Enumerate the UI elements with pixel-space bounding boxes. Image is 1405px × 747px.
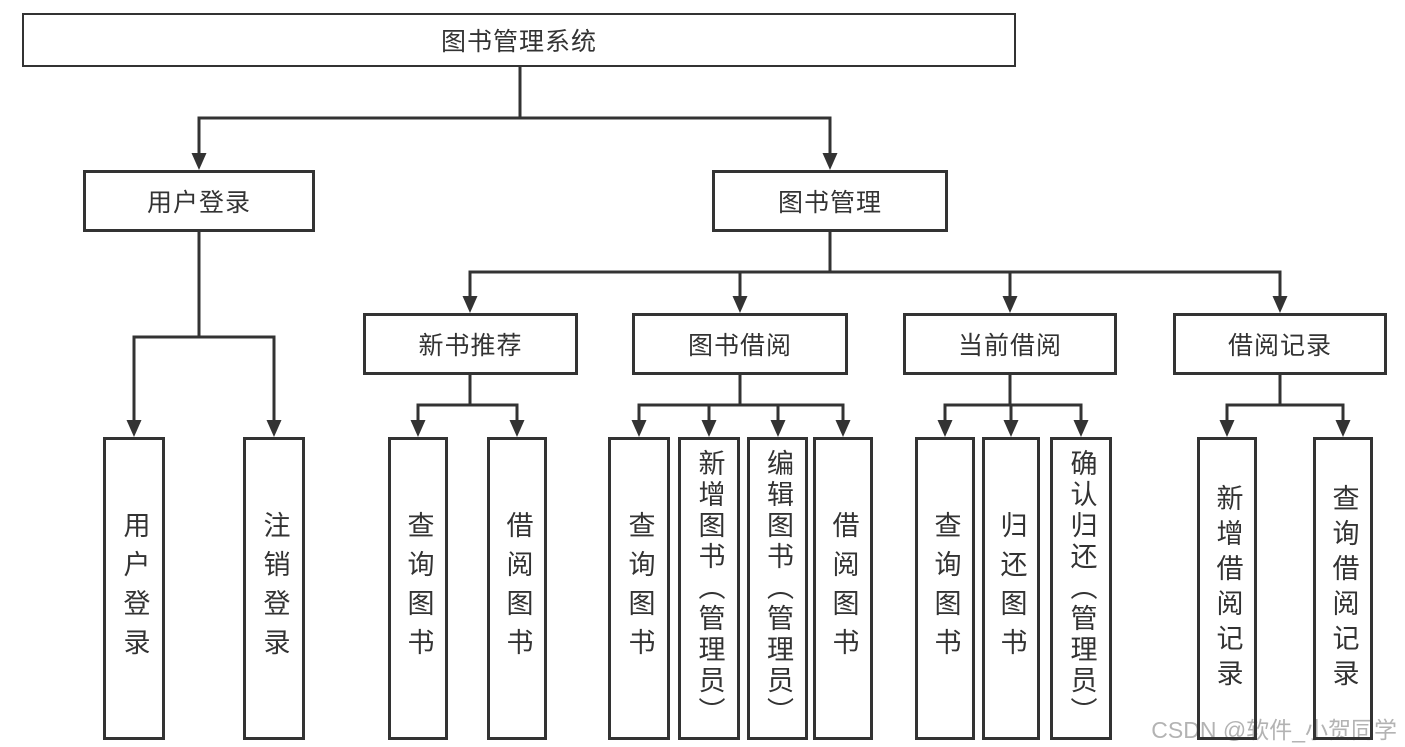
- leaf-borrowing-edit: 编辑图书（管理员）: [747, 437, 808, 740]
- node-new-books: 新书推荐: [363, 313, 578, 375]
- node-borrowing: 图书借阅: [632, 313, 848, 375]
- connector-borrowing-branch: [631, 373, 851, 437]
- leaf-records-query: 查询借阅记录: [1313, 437, 1373, 740]
- watermark: CSDN @软件_小贺同学: [1151, 717, 1397, 743]
- node-book-management-label: 图书管理: [777, 189, 882, 217]
- node-book-management: 图书管理: [712, 170, 948, 232]
- connector-current-branch: [937, 373, 1089, 437]
- leaf-current-confirm-return: 确认归还（管理员）: [1050, 437, 1112, 740]
- leaf-borrowing-edit-label: 编辑图书（管理员）: [763, 449, 793, 728]
- leaf-user-login-label: 用户登录: [119, 510, 150, 667]
- connector-book-management-branch: [462, 230, 1288, 313]
- leaf-borrowing-add-label: 新增图书（管理员）: [694, 449, 725, 728]
- leaf-newbooks-borrow-label: 借阅图书: [502, 510, 533, 667]
- leaf-borrowing-add: 新增图书（管理员）: [678, 437, 740, 740]
- leaf-logout: 注销登录: [243, 437, 305, 740]
- leaf-borrowing-borrow: 借阅图书: [813, 437, 873, 740]
- leaf-records-add: 新增借阅记录: [1197, 437, 1257, 740]
- connector-records-branch: [1219, 373, 1351, 437]
- node-new-books-label: 新书推荐: [418, 332, 523, 360]
- leaf-borrowing-borrow-label: 借阅图书: [828, 510, 859, 667]
- node-borrowing-label: 图书借阅: [687, 332, 792, 360]
- leaf-newbooks-borrow: 借阅图书: [487, 437, 547, 740]
- leaf-user-login: 用户登录: [103, 437, 165, 740]
- leaf-borrowing-query: 查询图书: [608, 437, 670, 740]
- leaf-newbooks-query-label: 查询图书: [403, 510, 434, 667]
- node-borrow-records-label: 借阅记录: [1227, 332, 1332, 360]
- leaf-newbooks-query: 查询图书: [388, 437, 448, 740]
- leaf-logout-label: 注销登录: [259, 510, 290, 667]
- node-user-login: 用户登录: [83, 170, 315, 232]
- node-root: 图书管理系统: [22, 13, 1016, 67]
- leaf-records-add-label: 新增借阅记录: [1212, 483, 1243, 694]
- leaf-current-return: 归还图书: [982, 437, 1040, 740]
- node-current-borrowing: 当前借阅: [903, 313, 1117, 375]
- connector-new-books-branch: [410, 373, 525, 437]
- connector-user-login-branch: [126, 230, 282, 437]
- leaf-current-query: 查询图书: [915, 437, 975, 740]
- node-current-borrowing-label: 当前借阅: [957, 332, 1062, 360]
- node-borrow-records: 借阅记录: [1173, 313, 1387, 375]
- node-user-login-label: 用户登录: [146, 189, 251, 217]
- leaf-records-query-label: 查询借阅记录: [1328, 483, 1359, 694]
- leaf-current-return-label: 归还图书: [996, 510, 1027, 667]
- node-root-label: 图书管理系统: [440, 28, 597, 56]
- leaf-current-query-label: 查询图书: [930, 510, 961, 667]
- leaf-borrowing-query-label: 查询图书: [624, 510, 655, 667]
- connector-root-to-level1: [191, 65, 838, 170]
- leaf-current-confirm-return-label: 确认归还（管理员）: [1066, 449, 1097, 728]
